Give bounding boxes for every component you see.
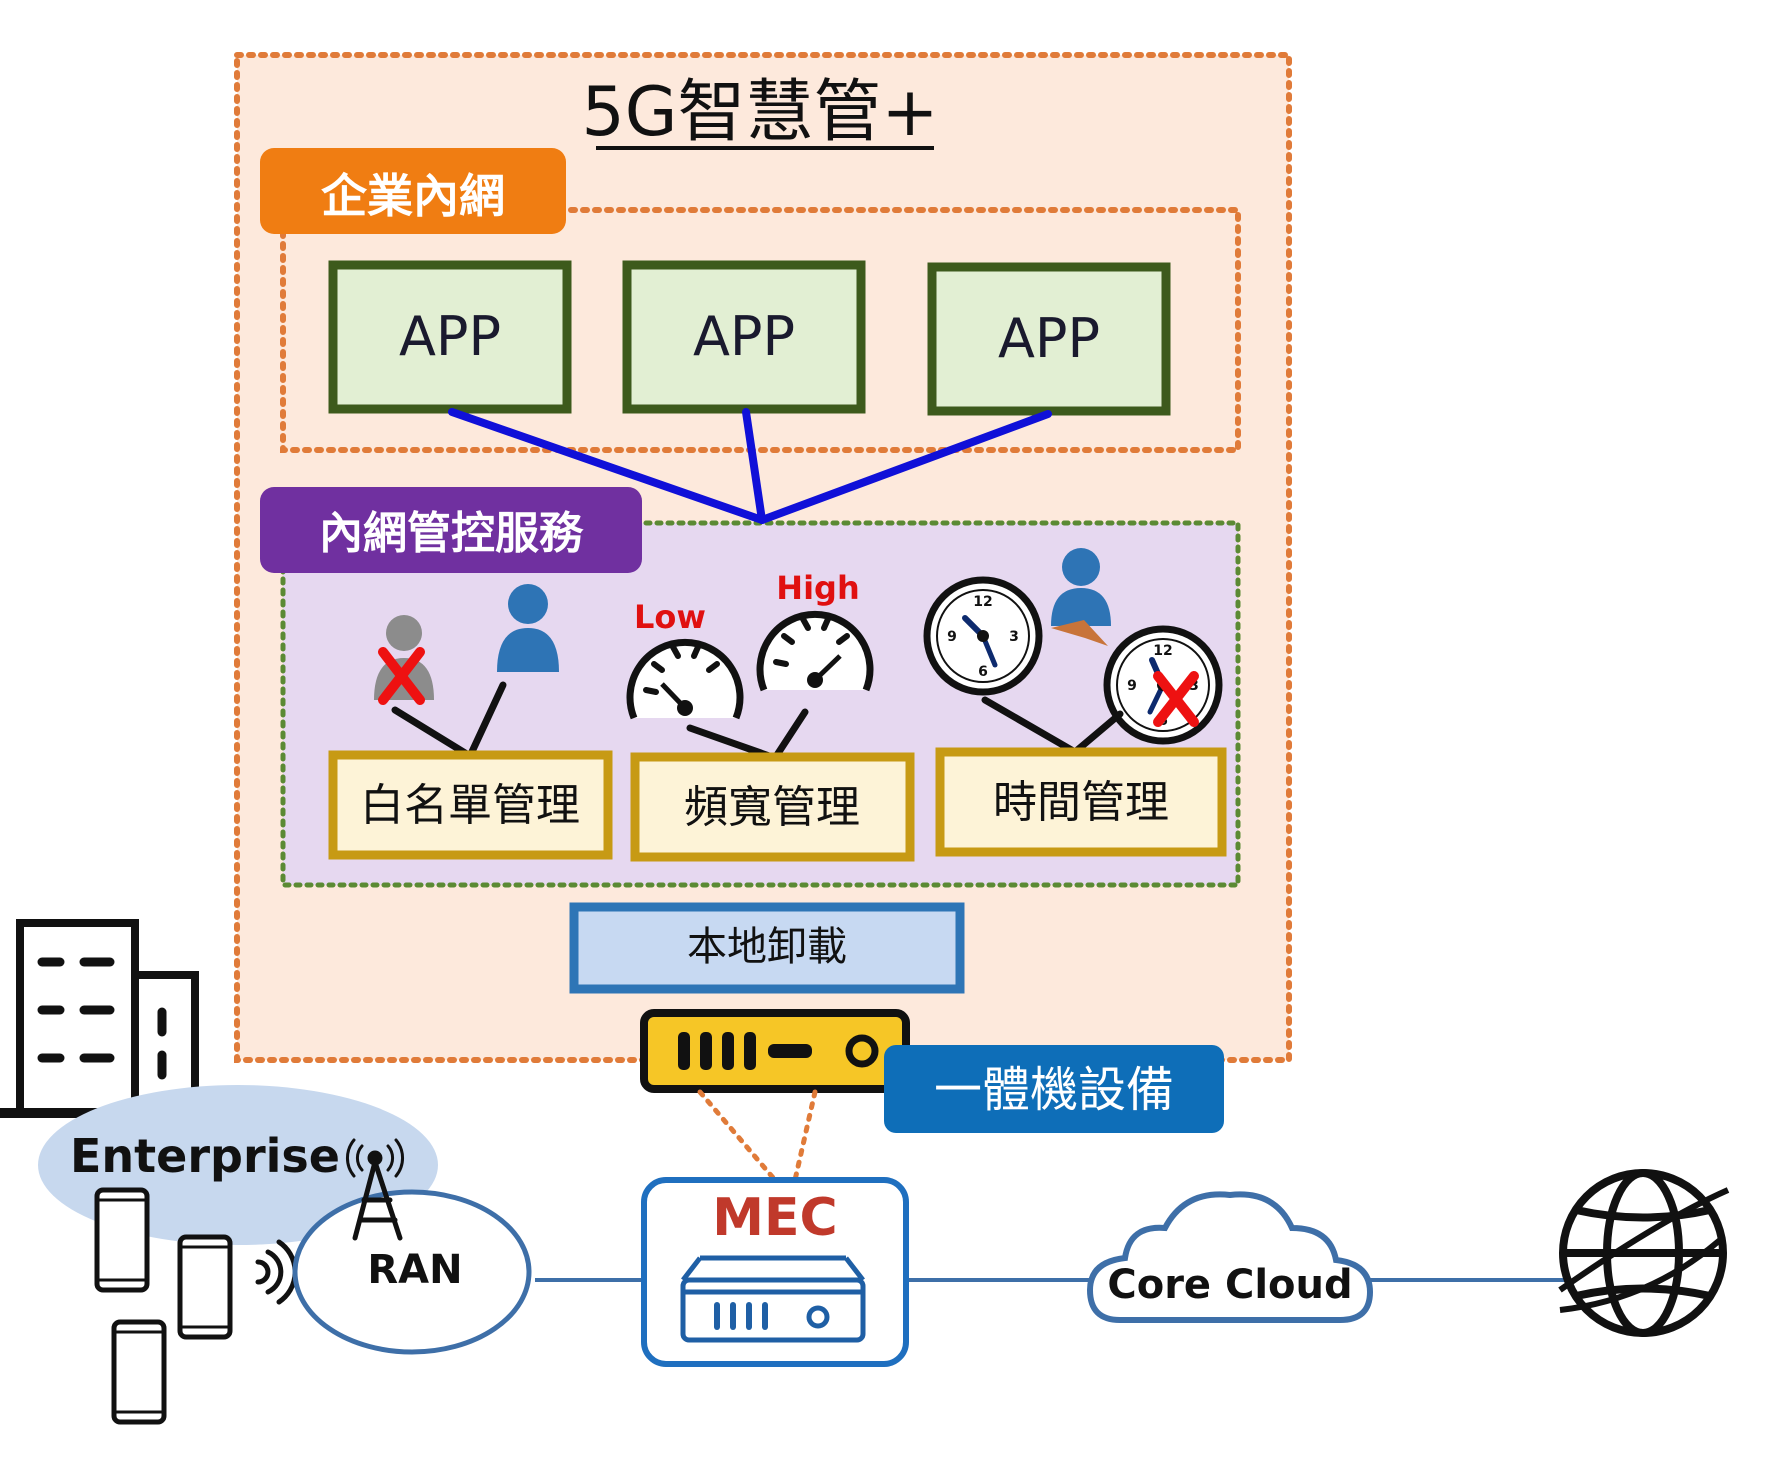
service-box-whitelist: 白名單管理 — [328, 750, 613, 860]
lan-section-box — [280, 207, 1241, 453]
appliance-tab-label: 一體機設備 — [934, 1062, 1174, 1118]
control-tab-label: 內網管控服務 — [319, 508, 584, 559]
phone-icon — [111, 1319, 167, 1425]
service-box-bandwidth: 頻寬管理 — [630, 752, 915, 862]
page-title: 5G智慧管+ — [582, 73, 939, 152]
service-label-bandwidth: 頻寬管理 — [684, 782, 860, 833]
bandwidth-low-label: Low — [634, 598, 706, 636]
user-icon — [1051, 548, 1111, 646]
phone-icon — [94, 1187, 150, 1293]
bandwidth-high-label: High — [776, 569, 859, 607]
user-icon — [497, 584, 559, 672]
server-icon — [680, 1255, 866, 1343]
app-link-lines — [448, 408, 1052, 524]
app-box-2: APP — [622, 260, 866, 414]
building-icon — [0, 919, 212, 1118]
speedometer-icon — [626, 638, 744, 720]
local-offload-label: 本地卸載 — [687, 924, 847, 970]
control-tab — [260, 487, 642, 573]
wifi-signal-icon — [255, 1239, 298, 1305]
svg-text:6: 6 — [978, 664, 988, 680]
app-label-3: APP — [998, 307, 1100, 370]
clock-icon: 12 3 6 9 — [923, 576, 1043, 696]
x-mark-icon — [378, 647, 425, 705]
phone-icon — [177, 1234, 233, 1340]
appliance-tab — [884, 1045, 1224, 1133]
svg-text:12: 12 — [973, 594, 992, 610]
appliance-callout-lines — [697, 1089, 818, 1183]
service-label-time: 時間管理 — [993, 777, 1169, 828]
app-label-1: APP — [399, 305, 501, 368]
svg-text:12: 12 — [1153, 643, 1172, 659]
svg-text:3: 3 — [1009, 629, 1019, 645]
globe-icon — [1558, 1169, 1730, 1337]
cloud-icon — [1086, 1191, 1374, 1323]
mec-node — [641, 1177, 909, 1367]
ran-label: RAN — [367, 1247, 462, 1293]
core-cloud-label: Core Cloud — [1107, 1262, 1352, 1308]
speedometer-icon — [756, 610, 874, 692]
local-offload-box — [569, 902, 965, 994]
service-label-whitelist: 白名單管理 — [360, 780, 580, 831]
app-label-2: APP — [693, 305, 795, 368]
antenna-icon — [346, 1138, 404, 1241]
svg-text:9: 9 — [947, 629, 957, 645]
server-icon — [640, 1009, 910, 1093]
lan-tab — [260, 148, 566, 234]
x-mark-icon — [1153, 671, 1199, 727]
service-box-time: 時間管理 — [935, 747, 1227, 857]
svg-text:3: 3 — [1189, 678, 1199, 694]
app-box-1: APP — [328, 260, 572, 414]
mec-label: MEC — [712, 1188, 837, 1248]
svg-text:9: 9 — [1127, 678, 1137, 694]
enterprise-label: Enterprise — [70, 1129, 340, 1183]
ran-node — [292, 1189, 532, 1355]
lan-tab-label: 企業內網 — [321, 169, 505, 223]
app-box-3: APP — [927, 262, 1171, 416]
